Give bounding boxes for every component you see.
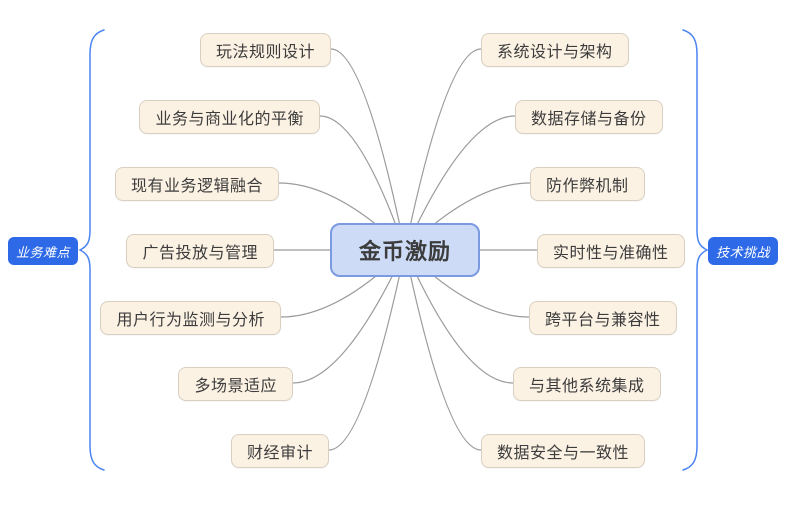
topic-node-right-3[interactable]: 防作弊机制 bbox=[530, 167, 645, 201]
topic-node-left-2[interactable]: 业务与商业化的平衡 bbox=[139, 100, 320, 134]
branch-line bbox=[404, 115, 516, 251]
topic-node-right-2[interactable]: 数据存储与备份 bbox=[515, 100, 663, 134]
branch-line bbox=[404, 249, 514, 384]
topic-node-left-5[interactable]: 用户行为监测与分析 bbox=[100, 301, 281, 335]
topic-node-left-7[interactable]: 财经审计 bbox=[230, 434, 329, 468]
topic-node-left-6[interactable]: 多场景适应 bbox=[178, 367, 293, 401]
topic-node-right-1[interactable]: 系统设计与架构 bbox=[481, 33, 629, 67]
branch-line bbox=[404, 48, 482, 251]
left-brace bbox=[78, 29, 105, 471]
branch-line bbox=[319, 115, 406, 251]
right-group-label[interactable]: 技术挑战 bbox=[708, 237, 778, 265]
right-brace bbox=[682, 29, 709, 471]
topic-node-left-4[interactable]: 广告投放与管理 bbox=[126, 234, 274, 268]
topic-node-right-6[interactable]: 与其他系统集成 bbox=[513, 367, 661, 401]
topic-node-right-5[interactable]: 跨平台与兼容性 bbox=[529, 301, 677, 335]
topic-node-left-3[interactable]: 现有业务逻辑融合 bbox=[114, 167, 279, 201]
topic-node-right-4[interactable]: 实时性与准确性 bbox=[537, 234, 685, 268]
branch-line bbox=[404, 249, 482, 451]
topic-node-right-7[interactable]: 数据安全与一致性 bbox=[481, 434, 646, 468]
root-node[interactable]: 金币激励 bbox=[330, 223, 480, 277]
branch-line bbox=[330, 48, 406, 251]
left-group-label[interactable]: 业务难点 bbox=[8, 237, 78, 265]
topic-node-left-1[interactable]: 玩法规则设计 bbox=[199, 33, 331, 67]
branch-line bbox=[328, 249, 406, 451]
branch-line bbox=[292, 249, 406, 384]
